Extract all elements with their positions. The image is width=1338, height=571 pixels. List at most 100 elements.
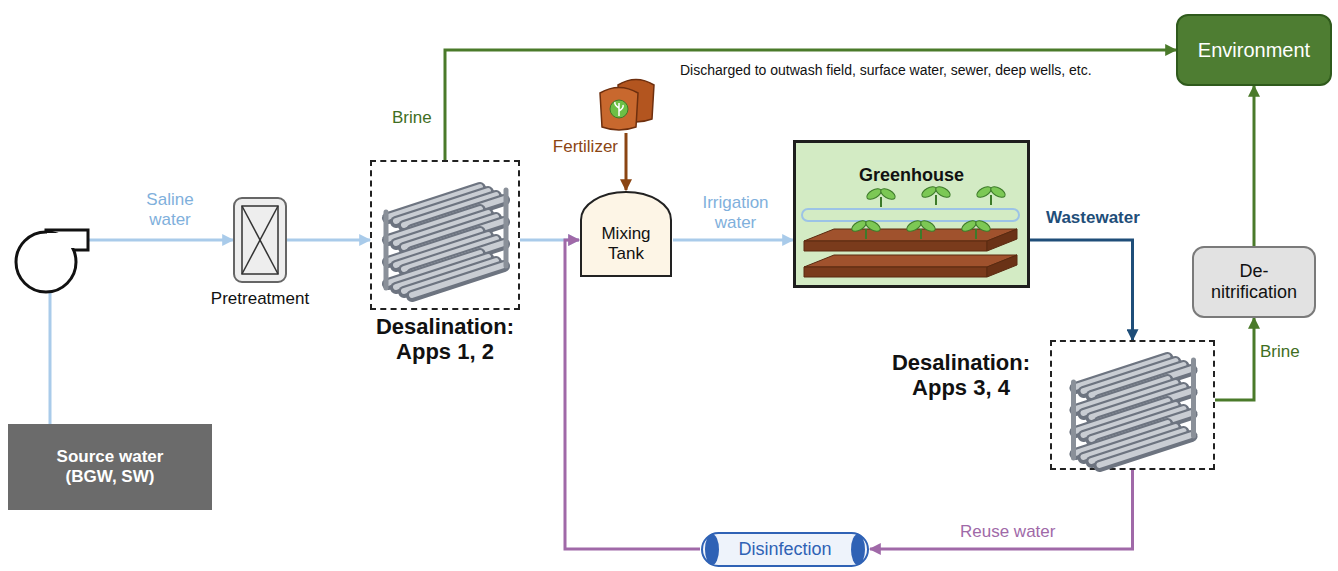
desalination-unit: Desalination: Apps 1, 2 [370, 160, 520, 310]
flow-connector [565, 240, 700, 549]
membrane-tube [412, 200, 504, 230]
soil-bed-front [804, 267, 987, 277]
membrane-tube-highlight [388, 253, 480, 283]
membrane-tube [1100, 436, 1192, 466]
membrane-tube [412, 266, 504, 296]
membrane-tube [388, 188, 480, 218]
membrane-header [384, 212, 389, 288]
desalination-unit-graphic [372, 162, 518, 308]
membrane-tube-highlight [404, 261, 496, 291]
node-caption: Desalination: Apps 3, 4 [876, 350, 1046, 401]
flow-label: Wastewater [1046, 208, 1140, 228]
filter-cross [242, 206, 278, 274]
flow-label: Reuse water [960, 522, 1055, 542]
irrigation-pipe [802, 209, 1019, 221]
membrane-tube-highlight [1100, 413, 1192, 443]
greenhouse: Greenhouse [793, 140, 1030, 288]
plant-icon [920, 185, 952, 205]
pretreatment-unit-graphic [233, 197, 287, 283]
membrane-tube-highlight [388, 231, 480, 261]
cylinder-end [705, 534, 719, 565]
membrane-tube-highlight [404, 195, 496, 225]
membrane-tube [388, 232, 480, 262]
denitrification-box: De- nitrification [1192, 246, 1316, 318]
fertilizer-bag-graphic [596, 75, 656, 133]
membrane-tube-highlight [1076, 401, 1168, 431]
membrane-tube [1092, 366, 1184, 396]
membrane-tube [396, 236, 488, 266]
pump-seam [47, 233, 86, 248]
membrane-tube-highlight [396, 257, 488, 287]
membrane-tube [1084, 428, 1176, 458]
tank-outline [581, 192, 671, 276]
membrane-tube [1076, 424, 1168, 454]
membrane-tube [1100, 392, 1192, 422]
disinfection-unit: Disinfection [700, 531, 870, 568]
cylinder-body [702, 533, 868, 566]
flow-connector [1030, 240, 1133, 340]
node-label: De- nitrification [1204, 261, 1304, 302]
node-label: Mixing Tank [591, 224, 661, 263]
fertilizer-bag: Fertilizer [596, 75, 656, 133]
flow-connector [50, 240, 233, 424]
greenhouse-graphic [796, 143, 1027, 285]
membrane-tube [396, 214, 488, 244]
membrane-header [1071, 382, 1076, 458]
mixing-tank: Mixing Tank [579, 190, 673, 278]
plant-leaf [960, 219, 978, 234]
membrane-tube-highlight [412, 265, 504, 295]
flow-connector [870, 470, 1133, 549]
plant-leaf [934, 185, 952, 200]
plant-leaf [850, 219, 868, 234]
flow-connector [287, 239, 370, 242]
membrane-tube-highlight [1076, 423, 1168, 453]
membrane-tube-highlight [388, 187, 480, 217]
membrane-tube-highlight [404, 239, 496, 269]
fertilizer-sack [600, 88, 638, 131]
flow-connector [1215, 318, 1254, 400]
membrane-tube-highlight [1100, 435, 1192, 465]
membrane-tube [396, 258, 488, 288]
membrane-tube [1076, 402, 1168, 432]
plant-leaf [974, 219, 992, 234]
membrane-tube [1100, 370, 1192, 400]
membrane-tube [388, 210, 480, 240]
membrane-tube-highlight [388, 209, 480, 239]
node-label: Disinfection [738, 539, 831, 560]
flow-connector [625, 133, 628, 190]
membrane-tube-highlight [1084, 383, 1176, 413]
membrane-tube-highlight [1092, 365, 1184, 395]
node-label: Environment [1198, 39, 1310, 62]
soil-bed-side [987, 255, 1017, 277]
membrane-tube [1084, 384, 1176, 414]
membrane-tube [1084, 362, 1176, 392]
plant-leaf [905, 219, 923, 234]
desalination-unit-graphic [1052, 342, 1213, 468]
membrane-tube [388, 254, 480, 284]
membrane-tube [404, 262, 496, 292]
membrane-tube-highlight [1100, 391, 1192, 421]
membrane-tube [412, 244, 504, 274]
membrane-tube-highlight [1076, 357, 1168, 387]
membrane-tube [1100, 414, 1192, 444]
membrane-tube-highlight [404, 217, 496, 247]
membrane-tube [404, 240, 496, 270]
node-caption: Fertilizer [553, 137, 618, 157]
membrane-tube-highlight [1092, 387, 1184, 417]
membrane-tube [1076, 358, 1168, 388]
membrane-header [504, 190, 509, 266]
membrane-tube-highlight [1076, 379, 1168, 409]
environment-box: Environment [1176, 14, 1332, 86]
membrane-tube [412, 222, 504, 252]
membrane-tube [1084, 406, 1176, 436]
fertilizer-sack [618, 80, 654, 123]
plant-leaf [865, 187, 883, 202]
filter-housing [234, 198, 286, 282]
membrane-tube [1092, 388, 1184, 418]
soil-bed-side [987, 229, 1017, 251]
membrane-tube [1092, 432, 1184, 462]
membrane-tube-highlight [396, 213, 488, 243]
soil-bed-top [804, 229, 1017, 241]
membrane-tube-highlight [1092, 431, 1184, 461]
membrane-tube-highlight [1084, 427, 1176, 457]
